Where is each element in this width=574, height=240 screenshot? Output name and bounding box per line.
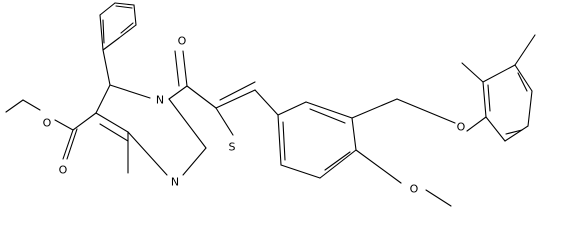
bond-20 <box>120 22 134 34</box>
bond-54 <box>505 129 523 135</box>
bond-49 <box>527 90 533 127</box>
bond-26 <box>174 50 180 87</box>
bond-46 <box>482 81 487 118</box>
bond-25 <box>182 50 188 87</box>
bond-19 <box>99 14 104 51</box>
bond-layer <box>5 2 536 207</box>
bond-21 <box>115 5 133 9</box>
atom-label-imine-n: N <box>171 176 179 189</box>
bond-11 <box>95 84 111 114</box>
bond-14 <box>102 37 120 51</box>
bond-3 <box>62 129 74 160</box>
bond-48 <box>514 64 533 92</box>
bond-35 <box>319 149 357 179</box>
bond-30 <box>219 81 256 101</box>
bond-17 <box>114 2 135 6</box>
bond-18 <box>99 2 116 16</box>
bond-38 <box>309 108 346 124</box>
atom-label-ring-n: N <box>156 94 164 107</box>
bond-28 <box>215 107 234 136</box>
bond-0 <box>5 99 24 113</box>
bond-36 <box>280 164 321 179</box>
bond-12 <box>109 84 151 99</box>
molecule-structure: O O O N N S O O <box>5 2 536 207</box>
bond-24 <box>168 85 188 100</box>
atom-label-aryl-ether-o: O <box>457 121 466 134</box>
bond-1 <box>22 99 41 111</box>
bond-56 <box>514 34 536 66</box>
bond-50 <box>504 125 529 142</box>
bond-29 <box>215 89 256 109</box>
bond-10 <box>182 147 207 176</box>
atom-label-ester-ether-o: O <box>43 117 52 130</box>
bond-47 <box>482 64 516 83</box>
bond-37 <box>277 114 282 166</box>
bond-53 <box>517 72 528 92</box>
bond-22 <box>102 19 105 44</box>
bond-51 <box>485 116 506 142</box>
atom-label-methoxy-o: O <box>410 183 419 196</box>
bond-5 <box>72 112 97 131</box>
bond-44 <box>396 98 456 124</box>
atom-label-ketone-o: O <box>178 35 187 48</box>
bond-43 <box>351 98 398 119</box>
bond-33 <box>305 101 353 119</box>
bond-34 <box>351 117 357 151</box>
bond-27 <box>186 85 217 109</box>
bond-15 <box>118 24 137 39</box>
bond-55 <box>461 62 484 83</box>
bond-2 <box>54 119 74 131</box>
bond-6 <box>95 112 129 133</box>
bond-8 <box>127 131 168 176</box>
bond-40 <box>282 121 286 161</box>
atom-label-ester-carbonyl-o: O <box>59 164 68 177</box>
bond-23 <box>168 98 207 149</box>
atom-label-thiazole-s: S <box>229 141 236 154</box>
bond-52 <box>487 84 491 112</box>
bond-39 <box>324 151 351 171</box>
atom-label-layer: O O O N N S O O <box>43 35 466 196</box>
bond-45 <box>466 116 487 132</box>
bond-16 <box>133 4 137 26</box>
bond-42 <box>425 189 452 207</box>
bond-4 <box>66 128 78 160</box>
bond-41 <box>355 149 402 184</box>
bond-31 <box>254 89 279 116</box>
bond-13 <box>102 49 111 86</box>
bond-7 <box>99 123 129 142</box>
bond-32 <box>277 101 307 116</box>
